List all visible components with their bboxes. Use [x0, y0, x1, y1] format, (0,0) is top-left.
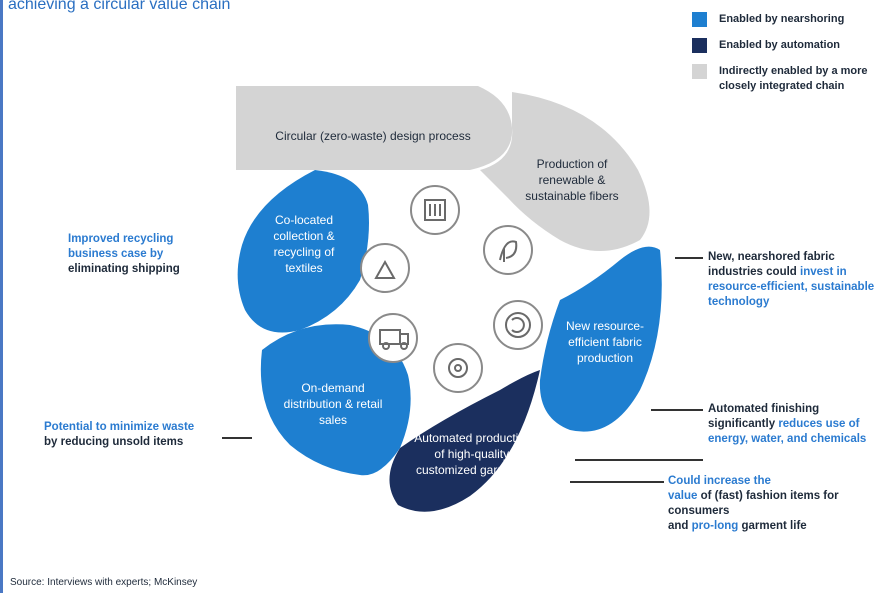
legend-swatch-integrated: [692, 64, 707, 79]
note-waste-text: by reducing unsold items: [44, 436, 184, 448]
note-value: Could increase the value of (fast) fashi…: [668, 474, 878, 534]
note-value-text-2: and: [668, 520, 689, 532]
note-recycling-text: eliminating shipping: [68, 263, 180, 275]
note-fabric-highlight: invest in resource-efficient, sustainabl…: [708, 266, 875, 308]
segment-distribution-label: On-demand distribution & retail sales: [283, 381, 383, 427]
note-fabric: New, nearshored fabric industries could …: [708, 250, 878, 310]
note-value-highlight-1: Could increase the: [668, 475, 771, 487]
leaf-hand-icon: [483, 225, 533, 275]
segment-garments-shape: [389, 370, 540, 512]
segment-distribution-shape: [260, 324, 411, 476]
segment-fibers-shape: [480, 92, 650, 251]
legend-label-automation: Enabled by automation: [719, 39, 841, 51]
note-value-highlight-2: value: [668, 490, 698, 502]
legend-swatch-automation: [692, 38, 707, 53]
circular-arrows-icon: [493, 300, 543, 350]
note-value-text-1: of (fast) fashion items for consumers: [668, 490, 839, 517]
segment-design-shape: [236, 86, 513, 170]
source-note: Source: Interviews with experts; McKinse…: [10, 577, 198, 588]
segment-fibers-label: Production of renewable & sustainable fi…: [525, 157, 619, 203]
segment-fabric-shape: [539, 246, 662, 432]
note-waste: Potential to minimize waste by reducing …: [44, 420, 234, 450]
legend-label-nearshoring: Enabled by nearshoring: [719, 13, 845, 25]
legend-swatch-nearshoring: [692, 12, 707, 27]
note-finishing-text: Automated finishing significantly: [708, 403, 820, 430]
segment-design-label: Circular (zero-waste) design process: [275, 129, 471, 143]
segment-garments-label: Automated production of high-quality, cu…: [414, 431, 532, 477]
note-finishing-highlight-1: reduces: [778, 418, 823, 430]
truck-icon: [368, 313, 418, 363]
note-waste-highlight: Potential to minimize waste: [44, 421, 195, 433]
note-finishing: Automated finishing significantly reduce…: [708, 402, 878, 447]
note-recycling-highlight: Improved recycling business case by: [68, 233, 174, 260]
left-border: [0, 0, 3, 593]
note-recycling: Improved recycling business case by elim…: [68, 232, 218, 277]
segment-collection-label: Co-located collection & recycling of tex…: [273, 213, 335, 275]
segment-fabric-label: New resource-efficient fabric production: [565, 319, 645, 365]
figure-title: achieving a circular value chain: [8, 0, 231, 13]
recycle-icon: [360, 243, 410, 293]
note-finishing-highlight-2: use of energy, water, and chemicals: [708, 418, 867, 445]
legend-label-integrated: Indirectly enabled by a more closely int…: [719, 65, 868, 92]
note-fabric-text: New, nearshored fabric industries could: [708, 251, 835, 278]
segment-collection-shape: [237, 170, 369, 333]
note-value-highlight-3: pro-long: [691, 520, 739, 532]
gear-icon: [433, 343, 483, 393]
note-value-text-3: garment life: [741, 520, 807, 532]
